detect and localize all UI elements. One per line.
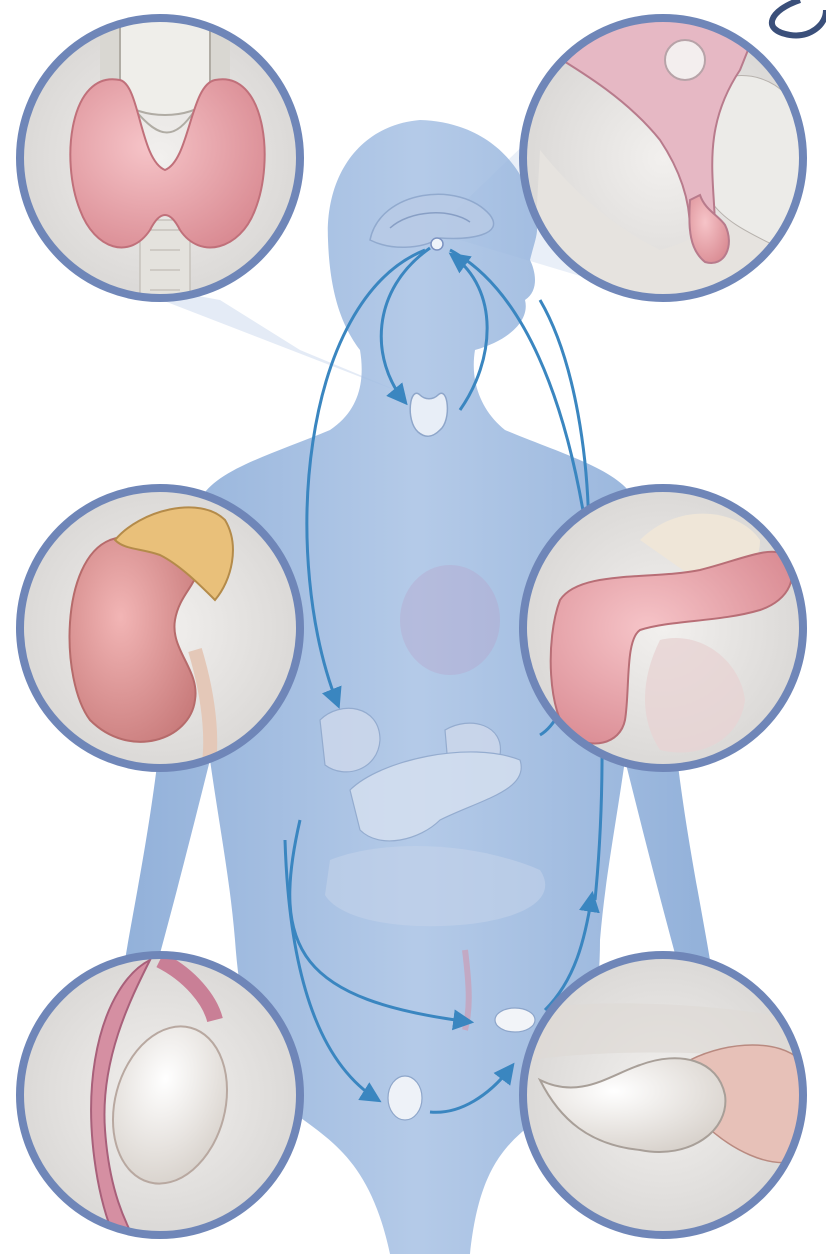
heart-shadow [400,565,500,675]
title-swash-fragment [772,0,826,35]
ovary-inset [523,955,803,1235]
pituitary-marker [431,238,443,250]
pituitary-inset [523,18,803,330]
testis-inset [20,955,300,1250]
pancreas-inset [523,488,803,768]
thyroid-inset [20,0,300,310]
ovary-marker [495,1008,535,1032]
testis-marker [388,1076,422,1120]
